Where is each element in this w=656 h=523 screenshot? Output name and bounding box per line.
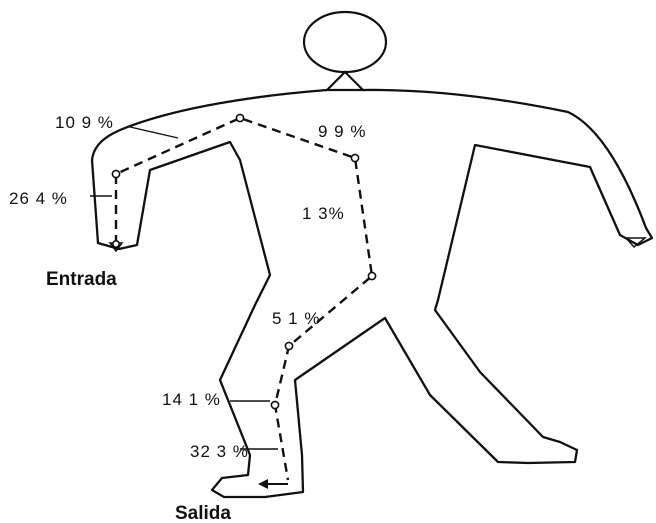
- pct-knee-right: 14 1 %: [162, 390, 221, 409]
- node-right-torso: [351, 154, 358, 161]
- node-shin: [271, 401, 278, 408]
- pct-hip-right: 5 1 %: [272, 309, 320, 328]
- body-outline: [92, 90, 652, 497]
- exit-arrow-head: [258, 479, 268, 489]
- head-outline: [304, 12, 386, 72]
- pct-shoulder-left: 10 9 %: [55, 113, 114, 132]
- node-elbow: [112, 170, 119, 177]
- exit-label: Salida: [175, 503, 231, 523]
- neck-outline: [327, 72, 363, 90]
- node-hip: [368, 272, 375, 279]
- entry-label: Entrada: [46, 269, 117, 290]
- pct-upper-arm-left: 26 4 %: [9, 189, 68, 208]
- node-hand: [113, 241, 119, 247]
- node-knee: [285, 342, 292, 349]
- pct-shoulder-right: 9 9 %: [318, 122, 366, 141]
- pct-torso-right: 1 3%: [302, 204, 345, 223]
- pct-ankle-right: 32 3 %: [190, 442, 249, 461]
- node-chest: [236, 114, 243, 121]
- leader-shoulder-left: [130, 127, 178, 138]
